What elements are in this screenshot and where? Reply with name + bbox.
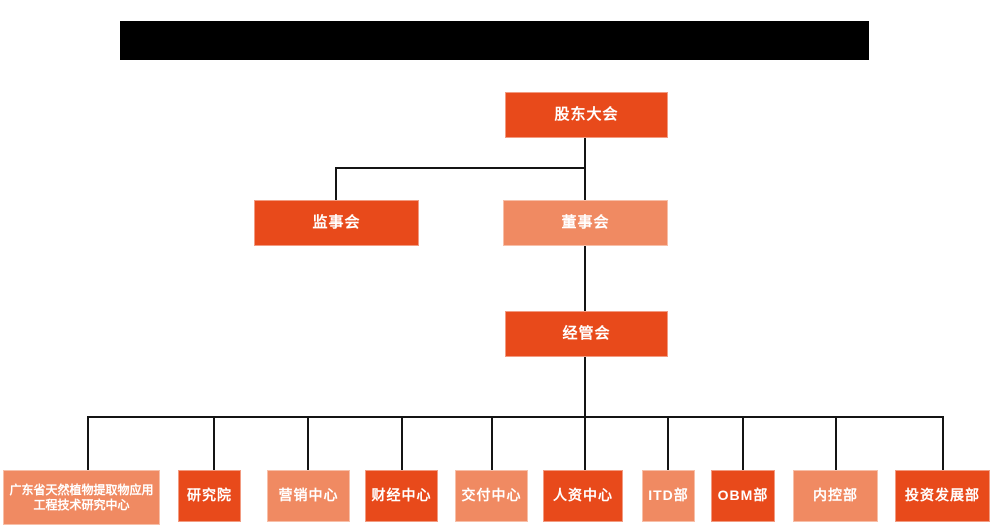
org-node-research-institute: 研究院 <box>178 470 241 522</box>
org-node-label: 监事会 <box>312 213 361 231</box>
org-node-label: 人资中心 <box>553 487 613 504</box>
connector-line <box>307 416 309 470</box>
org-node-label: 研究院 <box>187 487 232 504</box>
org-node-internal-control-dept: 内控部 <box>793 470 878 522</box>
redacted-title-bar <box>120 21 869 60</box>
connector-line <box>584 246 586 311</box>
org-node-label: 内控部 <box>813 487 858 504</box>
connector-line <box>835 416 837 470</box>
org-node-itd-dept: ITD部 <box>642 470 695 522</box>
connector-line <box>584 357 586 417</box>
org-node-label: 股东大会 <box>554 105 619 123</box>
connector-line <box>87 416 944 418</box>
org-node-marketing-center: 营销中心 <box>267 470 350 522</box>
org-node-board-of-directors: 董事会 <box>503 200 668 246</box>
org-node-label: 投资发展部 <box>905 487 980 504</box>
org-node-supervisory-board: 监事会 <box>254 200 419 246</box>
org-node-label: 广东省天然植物提取物应用工程技术研究中心 <box>9 482 154 512</box>
org-node-label: 财经中心 <box>371 487 432 504</box>
org-node-label: OBM部 <box>717 487 769 504</box>
org-node-investment-development-dept: 投资发展部 <box>895 470 990 522</box>
org-node-obm-dept: OBM部 <box>711 470 775 522</box>
connector-line <box>742 416 744 470</box>
org-node-label: 董事会 <box>561 213 610 231</box>
org-node-label: 经管会 <box>562 324 611 342</box>
connector-line <box>335 167 586 169</box>
connector-line <box>401 416 403 470</box>
org-node-management-committee: 经管会 <box>505 311 668 357</box>
org-node-label: 交付中心 <box>461 487 522 504</box>
connector-line <box>584 416 586 470</box>
org-node-shareholders-meeting: 股东大会 <box>505 92 668 138</box>
connector-line <box>491 416 493 470</box>
connector-line <box>87 416 89 470</box>
org-node-label: 营销中心 <box>278 487 339 504</box>
connector-line <box>335 167 337 200</box>
org-node-engineering-research-center: 广东省天然植物提取物应用工程技术研究中心 <box>3 470 160 525</box>
org-node-delivery-center: 交付中心 <box>455 470 528 522</box>
connector-line <box>213 416 215 470</box>
org-node-hr-center: 人资中心 <box>543 470 623 522</box>
connector-line <box>667 416 669 470</box>
connector-line <box>584 138 586 200</box>
org-node-label: ITD部 <box>648 487 689 504</box>
org-node-finance-center: 财经中心 <box>365 470 438 522</box>
connector-line <box>942 416 944 470</box>
